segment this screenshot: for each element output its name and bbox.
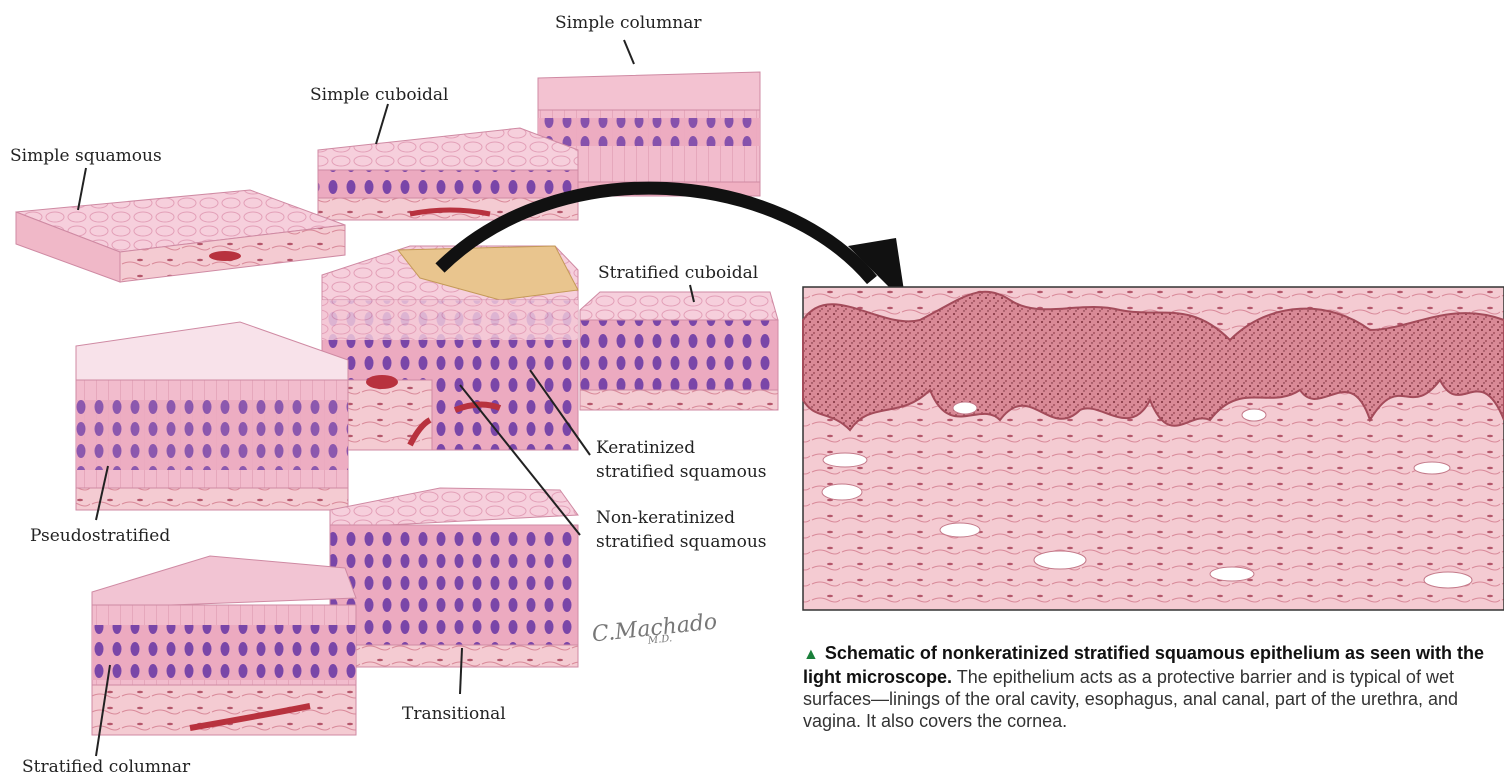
label-keratinized-line2: stratified squamous <box>596 461 767 483</box>
label-simple-squamous: Simple squamous <box>10 145 162 167</box>
label-nonkeratinized-line1: Non-keratinized <box>596 507 735 529</box>
stratified-cuboidal-block <box>580 292 778 410</box>
label-pseudostratified: Pseudostratified <box>30 525 170 547</box>
microscope-panel <box>803 287 1504 610</box>
label-nonkeratinized-line2: stratified squamous <box>596 531 767 553</box>
pseudostratified-block <box>76 322 348 510</box>
simple-squamous-block <box>16 190 345 282</box>
label-stratified-cuboidal: Stratified cuboidal <box>598 262 758 284</box>
figure-caption: ▲Schematic of nonkeratinized stratified … <box>803 642 1503 732</box>
label-transitional: Transitional <box>402 703 506 725</box>
transitional-block <box>330 488 578 667</box>
label-simple-cuboidal: Simple cuboidal <box>310 84 448 106</box>
label-simple-columnar: Simple columnar <box>555 12 701 34</box>
caption-triangle-icon: ▲ <box>803 646 819 663</box>
label-stratified-columnar: Stratified columnar <box>22 756 190 778</box>
stratified-squamous-block <box>322 246 578 450</box>
stratified-columnar-block <box>92 556 356 735</box>
label-keratinized-line1: Keratinized <box>596 437 695 459</box>
